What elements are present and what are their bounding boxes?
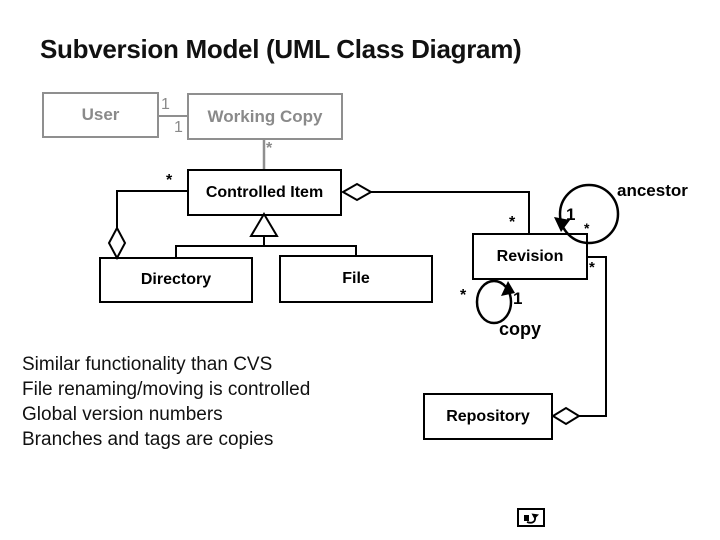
class-box-controlled-item: Controlled Item	[187, 169, 342, 216]
class-box-repository: Repository	[423, 393, 553, 440]
generalization-triangle-icon	[249, 212, 279, 237]
aggregation-diamond-icon	[107, 225, 127, 261]
multiplicity-repository-revision: *	[589, 259, 595, 276]
class-box-user: User	[42, 92, 159, 138]
generalization-controlleditem	[175, 212, 357, 258]
multiplicity-ancestor-many: *	[584, 220, 590, 236]
multiplicity-directory-item: *	[166, 172, 173, 189]
association-label-ancestor: ancestor	[617, 181, 688, 200]
slide-action-button[interactable]	[517, 508, 545, 527]
aggregation-controlleditem-revision	[340, 182, 530, 233]
class-box-file: File	[279, 255, 433, 303]
aggregation-diamond-icon	[551, 406, 581, 426]
bullet-line: Branches and tags are copies	[22, 429, 274, 450]
multiplicity-workingcopy-item: *	[266, 140, 273, 157]
class-box-working-copy: Working Copy	[187, 93, 343, 140]
class-box-revision: Revision	[472, 233, 588, 280]
bullet-line: Similar functionality than CVS	[22, 354, 273, 375]
bullet-line: File renaming/moving is controlled	[22, 379, 311, 400]
slide-body-text: Similar functionality than CVS File rena…	[22, 352, 442, 452]
multiplicity-workingcopy-end: 1	[174, 119, 183, 136]
page-title: Subversion Model (UML Class Diagram)	[40, 34, 522, 64]
aggregation-diamond-icon	[340, 182, 374, 202]
association-label-copy: copy	[499, 319, 542, 339]
aggregation-repository-revision	[551, 256, 607, 426]
association-copy-loop	[475, 279, 515, 325]
bullet-line: Global version numbers	[22, 404, 223, 425]
multiplicity-copy-many: *	[460, 287, 467, 304]
aggregation-directory-controlleditem	[107, 190, 187, 261]
multiplicity-ancestor-one: 1	[566, 205, 576, 224]
return-arrow-icon	[524, 513, 539, 524]
class-box-directory: Directory	[99, 257, 253, 303]
multiplicity-copy-one: 1	[513, 289, 523, 308]
multiplicity-user-end: 1	[161, 96, 170, 113]
multiplicity-item-revision: *	[509, 214, 516, 231]
